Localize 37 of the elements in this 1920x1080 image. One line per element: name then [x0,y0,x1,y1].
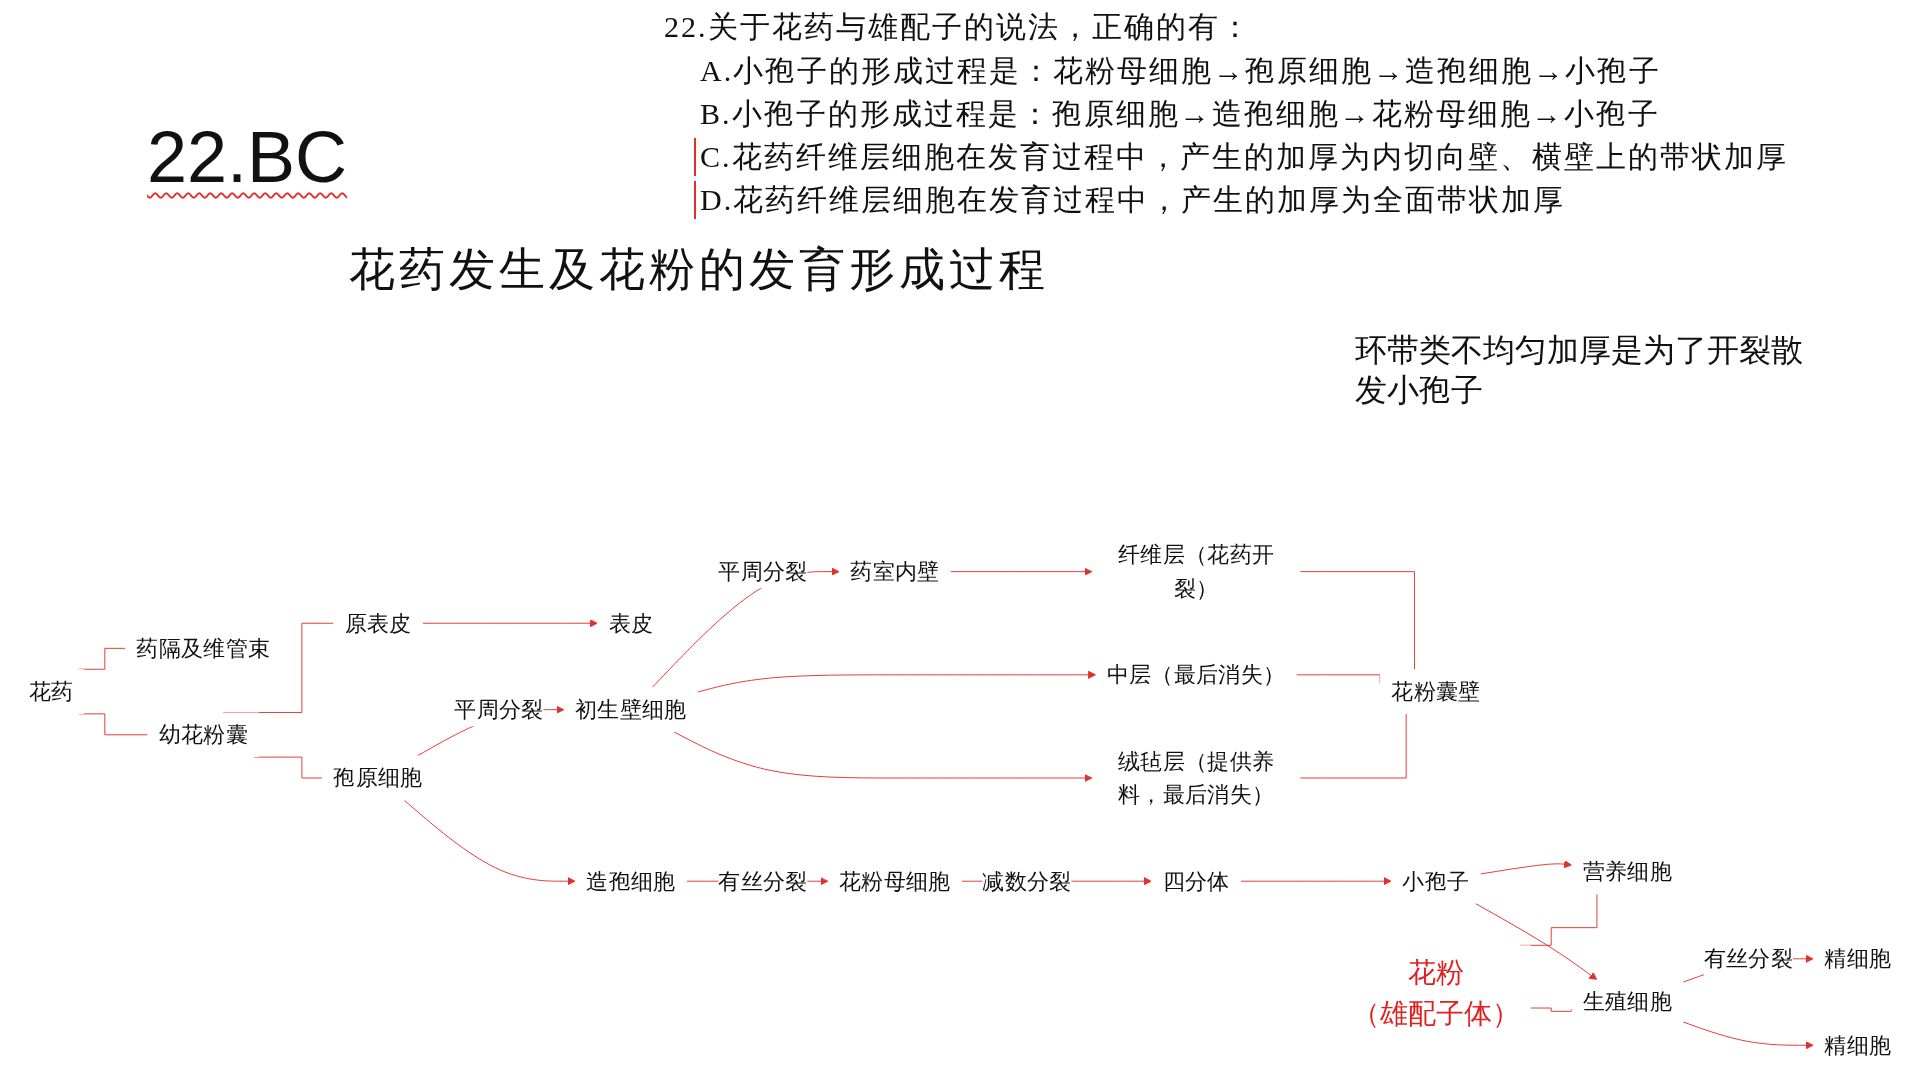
node-text: 纤维层（花药开裂） [1118,541,1275,601]
edge-label: 平周分裂 [718,558,808,584]
node-text: 生殖细胞 [1582,989,1673,1015]
node-text: 花粉 （雄配子体） [1352,956,1520,1029]
answer-option: C.花药纤维层细胞在发育过程中，产生的加厚为内切向壁、横壁上的带状加厚 [694,138,1788,176]
question-text: 22.关于花药与雄配子的说法，正确的有： [664,9,1252,45]
node-text: 小孢子 [1402,868,1470,894]
answer-option: B.小孢子的形成过程是：孢原细胞→造孢细胞→花粉母细胞→小孢子 [700,95,1660,133]
connector [78,713,149,736]
diagram-title: 花药发生及花粉的发育形成过程 [349,243,1049,297]
node-text: 花粉母细胞 [839,868,951,894]
node-text: 药隔及维管束 [136,635,271,661]
node-text: 造孢细胞 [586,868,676,894]
node-text: 花药 [28,678,74,704]
edge-label: 平周分裂 [454,696,544,722]
node-text: 精细胞 [1824,1032,1892,1058]
node-text: 药室内壁 [850,558,940,584]
connector [1299,571,1415,670]
node-text: 花粉囊壁 [1391,678,1481,704]
connector [1299,713,1407,779]
connector [1530,1007,1573,1012]
node-text: 中层（最后消失） [1106,661,1286,687]
node-text: 绒毡层（提供养料，最后消失） [1118,748,1275,807]
node-text: 原表皮 [344,610,412,636]
node-text: 精细胞 [1824,945,1892,971]
node-text: 孢原细胞 [333,765,423,791]
answer-key: 22.BC [147,112,348,202]
node-text: 营养细胞 [1582,858,1673,884]
answer-option: D.花药纤维层细胞在发育过程中，产生的加厚为全面带状加厚 [694,181,1566,219]
edge-label: 有丝分裂 [1703,945,1793,971]
node-text: 四分体 [1162,868,1230,894]
node-text: 初生壁细胞 [575,696,687,722]
note-text: 环带类不均匀加厚是为了开裂散发小孢子 [1355,331,1804,410]
edge-label: 减数分裂 [982,868,1072,894]
edge-label: 有丝分裂 [718,868,808,894]
answer-option: A.小孢子的形成过程是：花粉母细胞→孢原细胞→造孢细胞→小孢子 [700,52,1662,90]
node-text: 表皮 [608,610,654,636]
